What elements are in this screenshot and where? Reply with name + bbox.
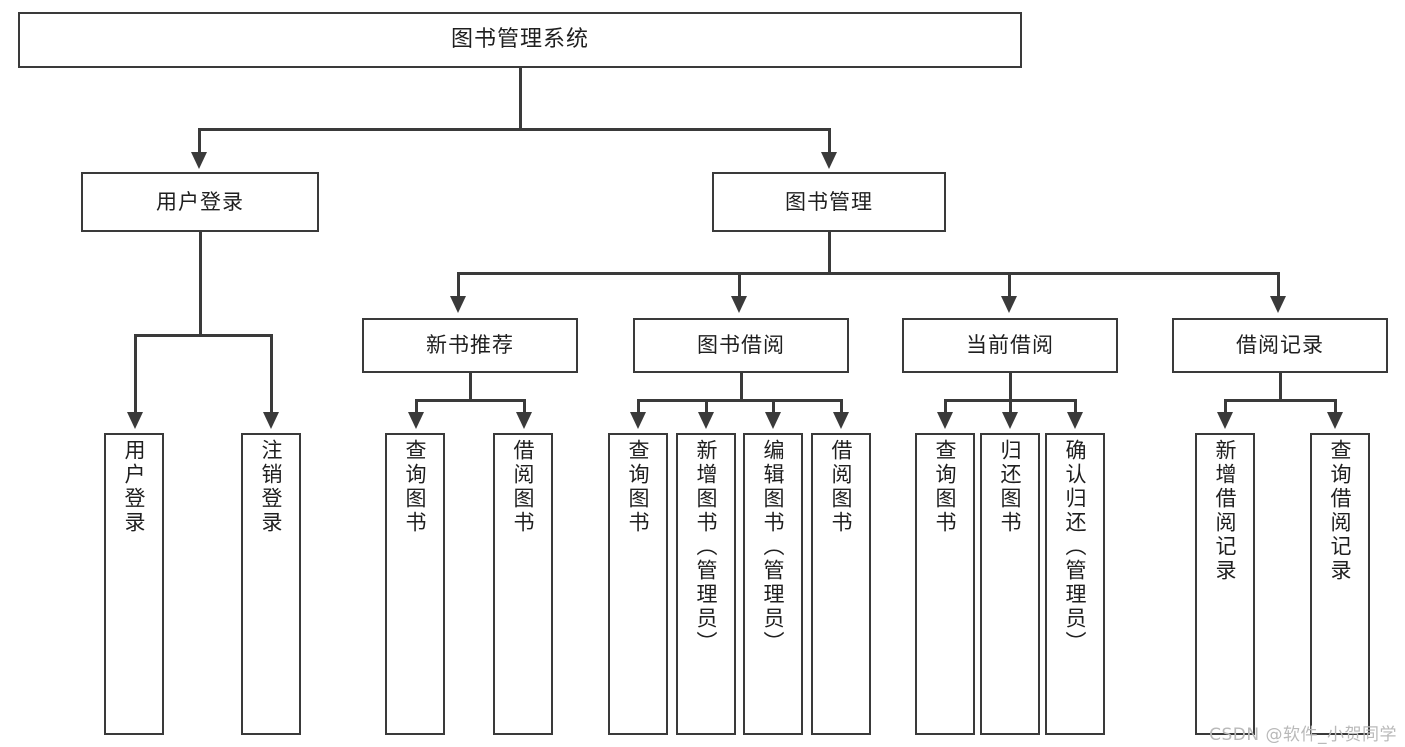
arrow-to-leaf-query-book-2 [630, 412, 646, 429]
node-book-manage[interactable]: 图书管理 [712, 172, 946, 232]
leaf-query-book-recommend[interactable]: 查询图书 [385, 433, 445, 735]
arrow-to-leaf-add-book [698, 412, 714, 429]
connector-book-borrow-drop-2 [705, 399, 708, 415]
connector-root-drop-right [828, 128, 831, 155]
connector-user-login-drop-1 [134, 334, 137, 415]
node-label: 图书借阅 [697, 333, 785, 358]
connector-new-book-stem [469, 373, 472, 401]
node-label: 注销登录 [259, 439, 284, 535]
node-label: 查询图书 [626, 439, 651, 535]
connector-new-book-bar [415, 399, 525, 402]
node-book-borrow[interactable]: 图书借阅 [633, 318, 849, 373]
connector-book-manage-bar [457, 272, 1280, 275]
node-label: 图书管理系统 [450, 27, 589, 53]
node-label: 用户登录 [122, 439, 147, 535]
arrow-to-leaf-user-login [127, 412, 143, 429]
connector-user-login-drop-2 [270, 334, 273, 415]
node-label: 新书推荐 [426, 333, 514, 358]
node-borrow-record[interactable]: 借阅记录 [1172, 318, 1388, 373]
node-label: 借阅图书 [511, 439, 536, 535]
node-label: 编辑图书（管理员） [761, 439, 786, 655]
connector-book-borrow-drop-1 [637, 399, 640, 415]
arrow-to-leaf-borrow-book-2 [833, 412, 849, 429]
node-label: 图书管理 [785, 189, 873, 214]
node-label: 查询图书 [933, 439, 958, 535]
connector-new-book-drop-2 [523, 399, 526, 415]
node-root-system[interactable]: 图书管理系统 [18, 12, 1022, 68]
connector-user-login-stem [199, 232, 202, 336]
node-label: 查询借阅记录 [1328, 439, 1353, 583]
connector-root-bar [198, 128, 830, 131]
leaf-logout[interactable]: 注销登录 [241, 433, 301, 735]
node-user-login[interactable]: 用户登录 [81, 172, 319, 232]
leaf-query-book-current[interactable]: 查询图书 [915, 433, 975, 735]
connector-current-borrow-drop-2 [1009, 399, 1012, 415]
leaf-query-borrow-record[interactable]: 查询借阅记录 [1310, 433, 1370, 735]
arrow-to-leaf-query-book-1 [408, 412, 424, 429]
node-label: 新增图书（管理员） [694, 439, 719, 655]
arrow-to-leaf-query-book-3 [937, 412, 953, 429]
arrow-to-current-borrow [1001, 296, 1017, 313]
connector-root-stem [519, 68, 522, 130]
connector-book-manage-drop-3 [1008, 272, 1011, 299]
arrow-to-leaf-logout [263, 412, 279, 429]
connector-current-borrow-stem [1009, 373, 1012, 401]
connector-user-login-bar [134, 334, 272, 337]
arrow-to-book-borrow [731, 296, 747, 313]
leaf-confirm-return-admin[interactable]: 确认归还（管理员） [1045, 433, 1105, 735]
connector-book-manage-drop-1 [457, 272, 460, 299]
arrow-to-borrow-record [1270, 296, 1286, 313]
connector-book-borrow-drop-4 [840, 399, 843, 415]
arrow-to-leaf-confirm-return [1067, 412, 1083, 429]
connector-book-borrow-bar [637, 399, 843, 402]
arrow-to-leaf-borrow-book-1 [516, 412, 532, 429]
connector-borrow-record-bar [1224, 399, 1336, 402]
node-label: 用户登录 [156, 189, 244, 214]
arrow-to-new-book-recommend [450, 296, 466, 313]
leaf-query-book-borrow[interactable]: 查询图书 [608, 433, 668, 735]
node-label: 当前借阅 [966, 333, 1054, 358]
leaf-add-borrow-record[interactable]: 新增借阅记录 [1195, 433, 1255, 735]
node-current-borrow[interactable]: 当前借阅 [902, 318, 1118, 373]
connector-current-borrow-drop-1 [944, 399, 947, 415]
leaf-borrow-book-recommend[interactable]: 借阅图书 [493, 433, 553, 735]
node-label: 借阅记录 [1236, 333, 1324, 358]
connector-book-borrow-stem [740, 373, 743, 401]
node-label: 查询图书 [403, 439, 428, 535]
leaf-borrow-book[interactable]: 借阅图书 [811, 433, 871, 735]
node-label: 新增借阅记录 [1213, 439, 1238, 583]
leaf-user-login[interactable]: 用户登录 [104, 433, 164, 735]
node-label: 归还图书 [998, 439, 1023, 535]
connector-book-borrow-drop-3 [772, 399, 775, 415]
connector-book-manage-drop-2 [738, 272, 741, 299]
leaf-edit-book-admin[interactable]: 编辑图书（管理员） [743, 433, 803, 735]
arrow-to-leaf-query-record [1327, 412, 1343, 429]
arrow-to-leaf-return-book [1002, 412, 1018, 429]
connector-book-manage-stem [828, 232, 831, 274]
connector-book-manage-drop-4 [1277, 272, 1280, 299]
connector-new-book-drop-1 [415, 399, 418, 415]
arrow-to-leaf-add-record [1217, 412, 1233, 429]
connector-borrow-record-drop-1 [1224, 399, 1227, 415]
node-label: 确认归还（管理员） [1063, 439, 1088, 655]
node-label: 借阅图书 [829, 439, 854, 535]
connector-borrow-record-stem [1279, 373, 1282, 401]
connector-current-borrow-drop-3 [1074, 399, 1077, 415]
connector-root-drop-left [198, 128, 201, 155]
leaf-add-book-admin[interactable]: 新增图书（管理员） [676, 433, 736, 735]
node-new-book-recommend[interactable]: 新书推荐 [362, 318, 578, 373]
connector-borrow-record-drop-2 [1334, 399, 1337, 415]
arrow-to-user-login [191, 152, 207, 169]
arrow-to-book-manage [821, 152, 837, 169]
arrow-to-leaf-edit-book [765, 412, 781, 429]
leaf-return-book[interactable]: 归还图书 [980, 433, 1040, 735]
